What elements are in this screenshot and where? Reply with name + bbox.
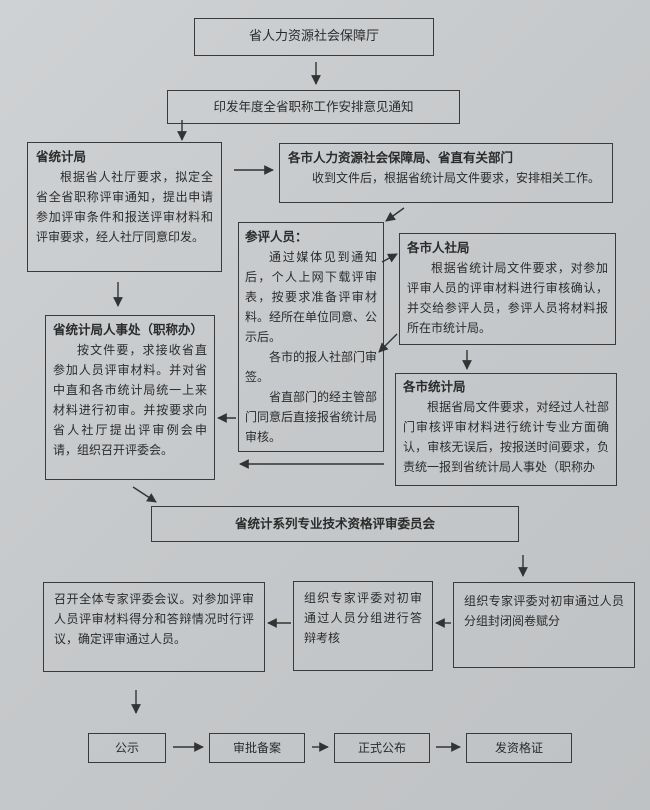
notice-label: 印发年度全省职称工作安排意见通知 — [213, 99, 414, 114]
personnel-office-title: 省统计局人事处（职称办） — [53, 322, 204, 337]
defense-text: 组织专家评委对初审通过人员分组进行答辩考核 — [304, 591, 422, 645]
announce-label: 正式公布 — [357, 741, 406, 755]
city-stat-title: 各市统计局 — [403, 379, 466, 394]
applicant-text-3: 省直部门的经主管部门同意后直接报省统计局审核。 — [245, 390, 378, 444]
announce-box: 正式公布 — [334, 733, 430, 763]
personnel-office-text: 按文件要，求接收省直参加人员评审材料。并对省中直和各市统计局统一上来材料进行初审… — [53, 343, 207, 457]
closed-review-text: 组织专家评委对初审通过人员分组封闭阅卷赋分 — [464, 594, 624, 628]
arrow-applicant-to-cityhr — [381, 253, 398, 263]
city-dept-box: 各市人力资源社会保障局、省直有关部门 收到文件后，根据省统计局文件要求，安排相关… — [279, 143, 613, 203]
stat-bureau-title: 省统计局 — [36, 149, 87, 164]
committee-label: 省统计系列专业技术资格评审委员会 — [234, 516, 435, 531]
city-hr-title: 各市人社局 — [407, 240, 470, 255]
certificate-label: 发资格证 — [494, 741, 543, 755]
city-dept-text: 收到文件后，根据省统计局文件要求，安排相关工作。 — [312, 171, 601, 185]
city-hr-box: 各市人社局 根据省统计局文件要求，对参加评审人员的评审材料进行审核确认，并交给参… — [399, 233, 616, 345]
applicant-text-2: 各市的报人社部门审签。 — [245, 350, 378, 384]
publicize-label: 公示 — [114, 741, 139, 755]
stat-bureau-text: 根据省人社厅要求，拟定全省全省职称评审通知，提出申请参加评审条件和报送评审材料和… — [36, 170, 213, 244]
notice-box: 印发年度全省职称工作安排意见通知 — [167, 90, 460, 124]
arrow-citydept-to-applicant — [385, 207, 405, 222]
top-box-label: 省人力资源社会保障厅 — [248, 29, 379, 44]
city-dept-title: 各市人力资源社会保障局、省直有关部门 — [288, 150, 514, 165]
city-stat-text: 根据省局文件要求，对经过人社部门审核评审材料进行统计专业方面确认，审核无误后，按… — [403, 400, 609, 474]
approve-box: 审批备案 — [209, 733, 305, 763]
city-hr-text: 根据省统计局文件要求，对参加评审人员的评审材料进行审核确认，并交给参评人员，参评… — [407, 261, 608, 335]
stat-bureau-box: 省统计局 根据省人社厅要求，拟定全省全省职称评审通知，提出申请参加评审条件和报送… — [27, 142, 222, 272]
applicant-title: 参评人员： — [245, 229, 308, 244]
personnel-office-box: 省统计局人事处（职称办） 按文件要，求接收省直参加人员评审材料。并对省中直和各市… — [45, 315, 215, 480]
committee-box: 省统计系列专业技术资格评审委员会 — [151, 506, 519, 542]
certificate-box: 发资格证 — [466, 733, 572, 763]
applicant-box: 参评人员： 通过媒体见到通知后，个人上网下载评审表，按要求准备评审材料。经所在单… — [238, 222, 384, 452]
arrow-personnel-to-committee — [132, 486, 157, 503]
plenary-meeting-box: 召开全体专家评委会议。对参加评审人员评审材料得分和答辩情况时行评议，确定评审通过… — [43, 582, 265, 672]
applicant-text-1: 通过媒体见到通知后，个人上网下载评审表，按要求准备评审材料。经所在单位同意、公示… — [245, 250, 378, 344]
publicize-box: 公示 — [88, 733, 166, 763]
top-box-hr-dept: 省人力资源社会保障厅 — [194, 18, 434, 56]
plenary-meeting-text: 召开全体专家评委会议。对参加评审人员评审材料得分和答辩情况时行评议，确定评审通过… — [54, 592, 254, 646]
defense-box: 组织专家评委对初审通过人员分组进行答辩考核 — [293, 581, 433, 671]
approve-label: 审批备案 — [232, 741, 281, 755]
city-stat-box: 各市统计局 根据省局文件要求，对经过人社部门审核评审材料进行统计专业方面确认，审… — [395, 373, 617, 486]
closed-review-box: 组织专家评委对初审通过人员分组封闭阅卷赋分 — [453, 582, 635, 668]
